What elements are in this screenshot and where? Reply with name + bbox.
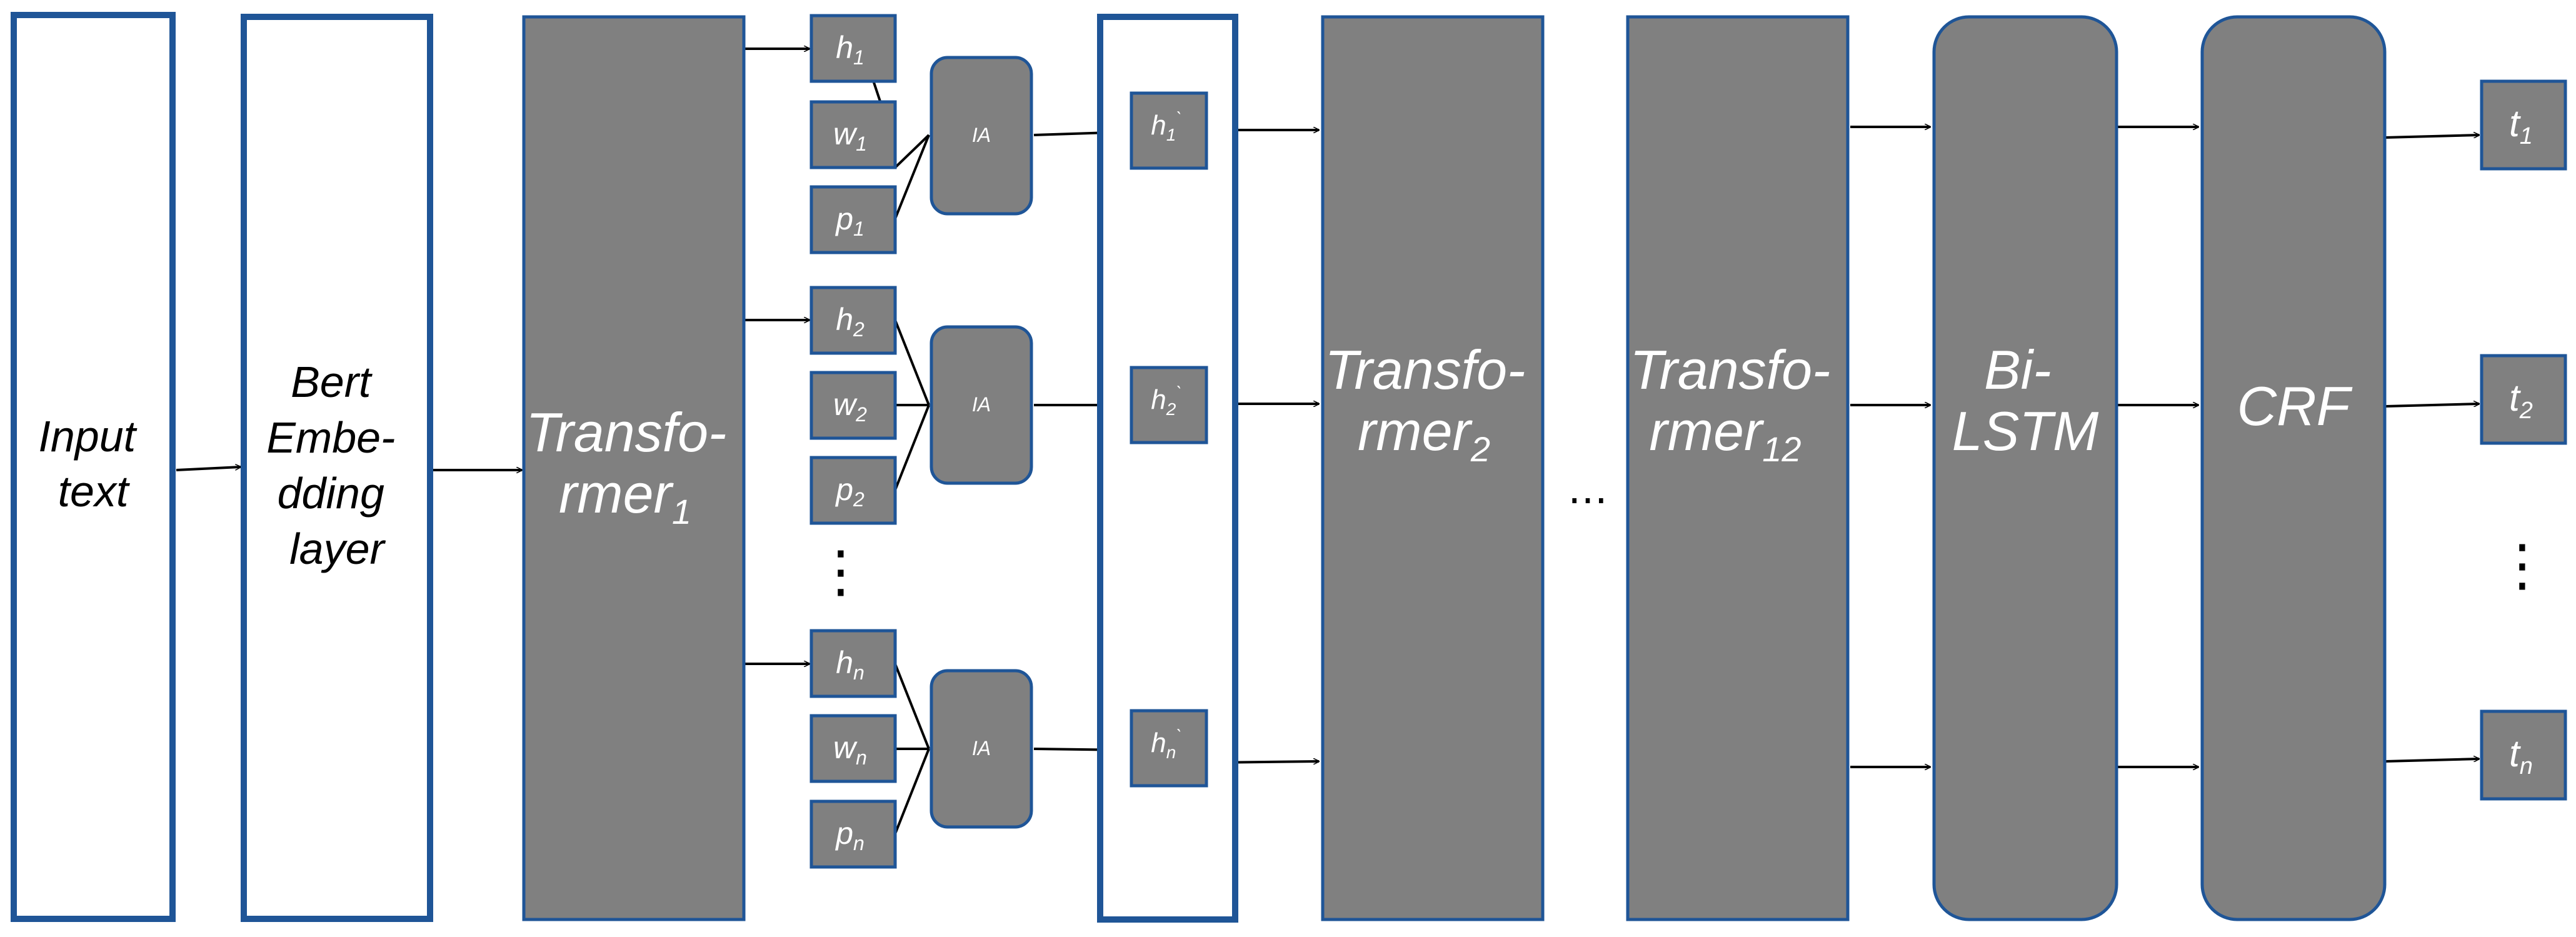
h1-box [809, 14, 897, 83]
input-text-label-line2: text [58, 467, 130, 516]
hn-box [809, 629, 897, 698]
transformer12-label-line2: rmer [1649, 400, 1765, 462]
t1-label: t1 [2509, 103, 2533, 149]
bilstm-label-line2: LSTM [1952, 400, 2099, 462]
line-pn-to-ian [894, 748, 930, 834]
p2-box [809, 456, 897, 525]
h2-prime-box [1130, 366, 1208, 444]
transformer1-label: Transfo- rmer1 [526, 401, 742, 531]
transformer12-label: Transfo- rmer12 [1630, 339, 1846, 469]
bert-label: Bert Embe- dding layer [266, 358, 408, 573]
transformer1-label-line1: Transfo- [526, 401, 726, 463]
p2-label: p2 [834, 472, 865, 511]
h2-prime-label: h2` [1151, 383, 1181, 419]
arrow-crf-to-t1 [2385, 135, 2479, 139]
transformer1-block [522, 15, 746, 921]
t1-box [2480, 79, 2567, 171]
ia1-label: IA [972, 124, 991, 146]
line-hn-to-ian [894, 663, 930, 749]
transformer2-label-line1: Transfo- [1325, 339, 1525, 401]
transformer2-label: Transfo- rmer2 [1325, 339, 1541, 469]
arrow-input-to-bert [176, 467, 241, 471]
bert-label-line3: dding [278, 469, 384, 518]
h1-label: h1 [836, 30, 865, 69]
h1-prime-box [1130, 91, 1208, 170]
bilstm-label-line1: Bi- [1984, 339, 2052, 401]
transformer12-label-line1: Transfo- [1630, 339, 1830, 401]
transformer12-label-sub: 12 [1762, 429, 1801, 469]
h1-prime-label: h1` [1151, 109, 1181, 144]
line-w1-to-ia1 [894, 134, 930, 169]
pn-label: pn [834, 816, 865, 854]
input-text-label: Input text [38, 412, 148, 516]
line-p1-to-ia1 [894, 134, 930, 219]
transformer2-label-sub: 2 [1470, 429, 1490, 469]
h2-box [809, 286, 897, 355]
ian-label: IA [972, 737, 991, 759]
ian-box [930, 669, 1033, 829]
t2-box [2480, 354, 2567, 445]
t2-label: t2 [2509, 377, 2533, 424]
vertical-ellipsis-outputs: ⋮ [2494, 533, 2550, 598]
transformer12-block [1626, 15, 1850, 921]
transformer2-block [1321, 15, 1545, 921]
hn-prime-label: hn` [1151, 726, 1181, 762]
transformer2-label-line2: rmer [1358, 400, 1473, 462]
w1-box [809, 100, 897, 169]
h2-label: h2 [836, 302, 865, 341]
wn-box [809, 714, 897, 783]
bert-embedding-block [241, 14, 433, 922]
vertical-ellipsis-inputs: ⋮ [813, 539, 869, 604]
wn-label: wn [833, 730, 867, 769]
ia1-box [930, 56, 1033, 216]
p1-label: p1 [834, 201, 865, 240]
transformer1-label-sub: 1 [672, 492, 691, 531]
ia2-label: IA [972, 393, 991, 416]
bilstm-label: Bi- LSTM [1952, 339, 2099, 462]
w2-label: w2 [833, 387, 867, 426]
horizontal-ellipsis-transformers: … [1568, 467, 1608, 513]
bert-label-line4: layer [289, 524, 386, 573]
bert-label-line1: Bert [291, 358, 373, 406]
w1-label: w1 [833, 116, 867, 155]
hn-label: hn [836, 645, 865, 684]
ia2-box [930, 325, 1033, 485]
bilstm-block [1932, 15, 2118, 921]
crf-block [2200, 15, 2387, 921]
tn-box [2480, 709, 2567, 801]
tn-label: tn [2509, 733, 2533, 779]
crf-label: CRF [2237, 375, 2353, 437]
input-text-label-line1: Input [38, 412, 137, 461]
pn-box [809, 799, 897, 869]
line-p2-to-ia2 [894, 404, 930, 491]
bert-label-line2: Embe- [266, 413, 395, 462]
arrow-crf-to-tn [2385, 759, 2479, 763]
line-h2-to-ia2 [894, 319, 930, 406]
input-text-block [11, 12, 176, 922]
transformer1-label-line2: rmer [559, 463, 674, 524]
hn-prime-box [1130, 709, 1208, 788]
w2-box [809, 371, 897, 440]
arrow-crf-to-t2 [2385, 404, 2479, 408]
p1-box [809, 185, 897, 254]
